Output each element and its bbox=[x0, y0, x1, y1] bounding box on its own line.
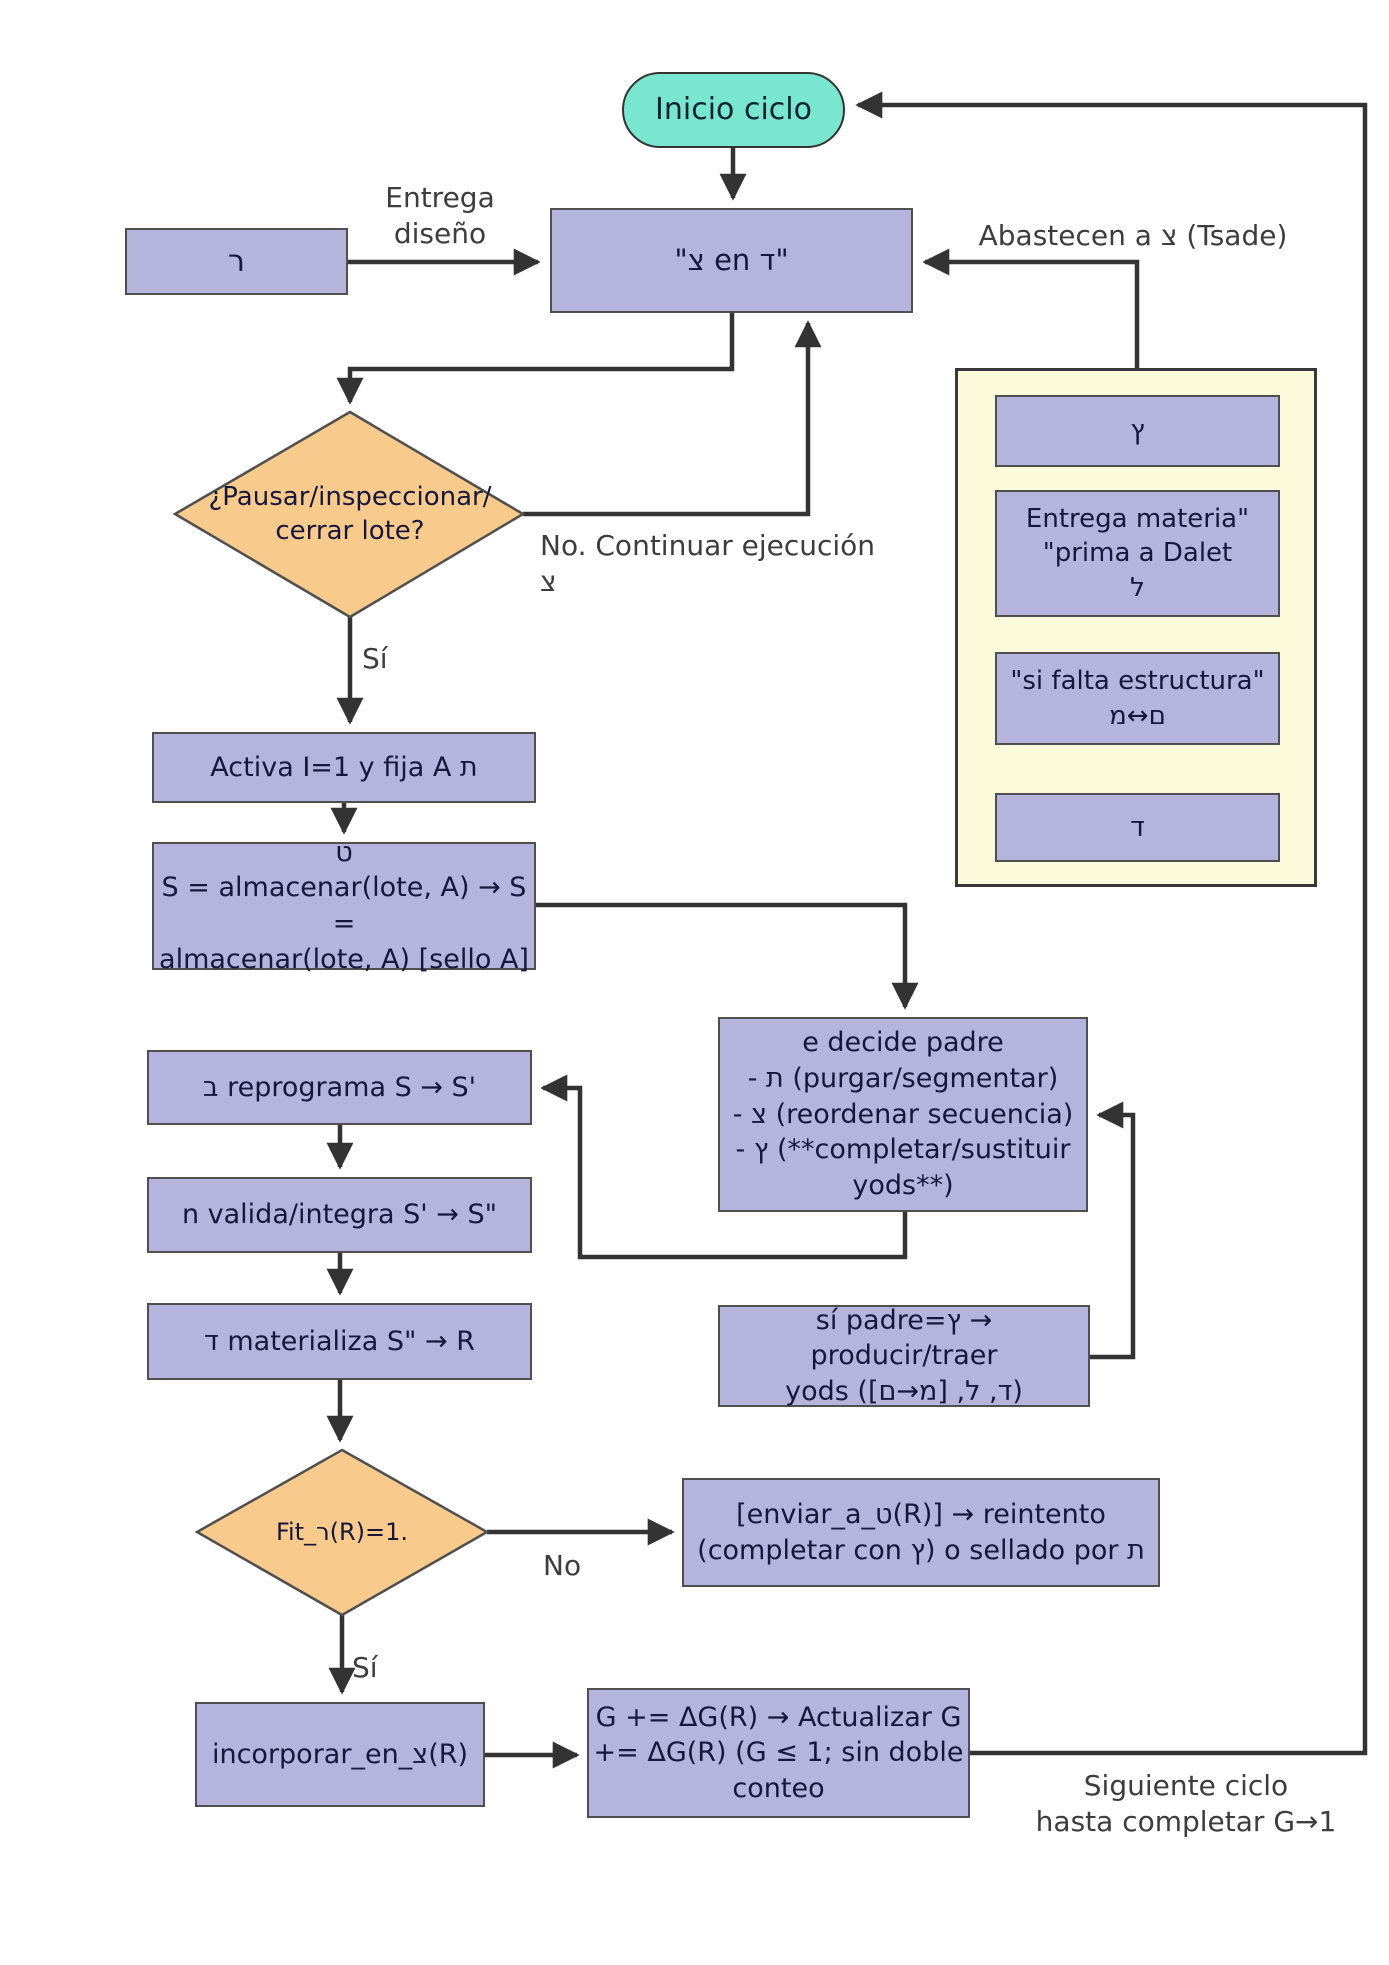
enviar-line-1: [enviar_a_ט(R)] → reintento bbox=[736, 1498, 1106, 1530]
node-reprograma-label: ב reprograma S → S' bbox=[202, 1071, 477, 1103]
pause-decision-shape bbox=[172, 410, 526, 619]
node-supply-entrega-materia: Entrega materia" "prima a Dalet ל bbox=[995, 490, 1280, 617]
node-materializa-label: ד materializa S" → R bbox=[204, 1325, 475, 1357]
decide-padre-line-1: e decide padre bbox=[802, 1027, 1004, 1059]
node-valida: n valida/integra S' → S" bbox=[147, 1177, 532, 1253]
si-padre-line-1: sí padre=ץ → producir/traer bbox=[810, 1304, 998, 1372]
node-almacenar: ט S = almacenar(lote, A) → S = almacenar… bbox=[152, 837, 536, 975]
edge-supply-to-tsade bbox=[922, 248, 1140, 368]
node-reprograma: ב reprograma S → S' bbox=[147, 1050, 532, 1125]
edge-label-siguiente-ciclo: Siguiente ciclo hasta completar G→1 bbox=[1006, 1768, 1366, 1840]
decide-padre-line-2: - ת (purgar/segmentar) bbox=[747, 1063, 1059, 1095]
decide-padre-line-4: - ץ (**completar/sustituir bbox=[735, 1134, 1071, 1166]
entrega-diseno-line-2: diseño bbox=[393, 216, 487, 250]
node-materializa: ד materializa S" → R bbox=[147, 1303, 532, 1380]
actualizar-line-2: += ΔG(R) (G ≤ 1; sin doble bbox=[593, 1737, 964, 1769]
si-pause-label: Sí bbox=[362, 642, 388, 675]
siguiente-line-2: hasta completar G→1 bbox=[1035, 1804, 1337, 1838]
si-fit-label: Sí bbox=[352, 1651, 378, 1684]
node-fit-decision-label: Fit_ר(R)=1. bbox=[217, 1505, 467, 1560]
supply-entrega-line-1: Entrega materia" bbox=[1025, 504, 1250, 535]
node-incorporar: incorporar_en_צ(R) bbox=[195, 1702, 485, 1807]
siguiente-line-1: Siguiente ciclo bbox=[1083, 1769, 1289, 1802]
edge-label-si-pause: Sí bbox=[362, 641, 422, 677]
almacenar-line-3: almacenar(lote, A) [sello A] bbox=[159, 943, 529, 975]
node-activa-label: Activa I=1 y fija A ת bbox=[210, 751, 478, 783]
pause-decision-line-1: ¿Pausar/inspeccionar/ bbox=[208, 482, 492, 513]
actualizar-line-3: conteo bbox=[732, 1772, 825, 1804]
node-resh: ר bbox=[125, 228, 348, 295]
entrega-diseno-line-1: Entrega bbox=[385, 181, 495, 214]
decide-padre-line-3: - צ (reordenar secuencia) bbox=[732, 1098, 1074, 1130]
edge-tsade-to-pause bbox=[336, 313, 735, 405]
actualizar-line-1: G += ΔG(R) → Actualizar G bbox=[595, 1701, 962, 1733]
node-activa: Activa I=1 y fija A ת bbox=[152, 732, 536, 803]
supply-falta-line-2: מ↔ם bbox=[1109, 700, 1166, 731]
abastecen-label: Abastecen a צ (Tsade) bbox=[978, 219, 1288, 252]
node-actualizar: G += ΔG(R) → Actualizar G += ΔG(R) (G ≤ … bbox=[587, 1688, 970, 1818]
edge-decide-to-reprograma bbox=[540, 1074, 908, 1260]
fit-decision-shape bbox=[194, 1448, 490, 1617]
node-si-padre: sí padre=ץ → producir/traer yods ([ם→מ] … bbox=[718, 1305, 1090, 1407]
node-enviar: [enviar_a_ט(R)] → reintento (completar c… bbox=[682, 1478, 1160, 1587]
enviar-line-2: (completar con ץ) o sellado por ת bbox=[697, 1534, 1145, 1566]
edge-label-no-continuar: No. Continuar ejecución צ bbox=[540, 528, 880, 600]
node-inicio-ciclo-label: Inicio ciclo bbox=[655, 92, 812, 128]
node-supply-dalet-label: ד bbox=[1130, 811, 1145, 843]
node-tsade-en-dalet-label: "צ en ד" bbox=[674, 243, 789, 278]
no-fit-label: No bbox=[543, 1549, 582, 1582]
node-supply-dalet: ד bbox=[995, 793, 1280, 862]
edge-pause-no-return bbox=[523, 320, 822, 517]
supply-entrega-line-2: "prima a Dalet bbox=[1042, 538, 1233, 569]
almacenar-line-1: ט bbox=[335, 836, 353, 868]
node-supply-tsade-final-label: ץ bbox=[1130, 415, 1145, 447]
edge-label-abastecen: Abastecen a צ (Tsade) bbox=[953, 218, 1313, 254]
fit-decision-line-1: Fit_ר(R)=1. bbox=[275, 1517, 409, 1546]
node-tsade-en-dalet: "צ en ד" bbox=[550, 208, 913, 313]
node-supply-falta-estructura: "si falta estructura" מ↔ם bbox=[995, 652, 1280, 745]
edge-sipadre-to-decide bbox=[1090, 1101, 1136, 1360]
edge-label-no-fit: No bbox=[543, 1548, 613, 1584]
edge-label-entrega-diseno: Entrega diseño bbox=[340, 180, 540, 252]
node-incorporar-label: incorporar_en_צ(R) bbox=[211, 1738, 469, 1770]
supply-falta-line-1: "si falta estructura" bbox=[1010, 666, 1265, 697]
node-pause-decision-label: ¿Pausar/inspeccionar/ cerrar lote? bbox=[200, 460, 500, 570]
supply-entrega-line-3: ל bbox=[1130, 572, 1145, 603]
node-valida-label: n valida/integra S' → S" bbox=[181, 1199, 498, 1231]
decide-padre-line-5: yods**) bbox=[852, 1169, 954, 1201]
edge-loop-next-cycle bbox=[855, 91, 1368, 1756]
pause-decision-line-2: cerrar lote? bbox=[275, 516, 425, 546]
almacenar-line-2: S = almacenar(lote, A) → S = bbox=[161, 872, 527, 939]
node-decide-padre: e decide padre - ת (purgar/segmentar) - … bbox=[718, 1017, 1088, 1212]
node-resh-label: ר bbox=[228, 243, 245, 279]
edge-almacenar-to-decide bbox=[536, 902, 919, 1010]
edge-label-si-fit: Sí bbox=[352, 1650, 412, 1686]
no-continuar-label: No. Continuar ejecución צ bbox=[540, 529, 876, 598]
node-supply-tsade-final: ץ bbox=[995, 395, 1280, 467]
si-padre-line-2: yods ([ם→מ] ,ל ,ד) bbox=[785, 1375, 1023, 1407]
node-inicio-ciclo: Inicio ciclo bbox=[622, 72, 845, 148]
